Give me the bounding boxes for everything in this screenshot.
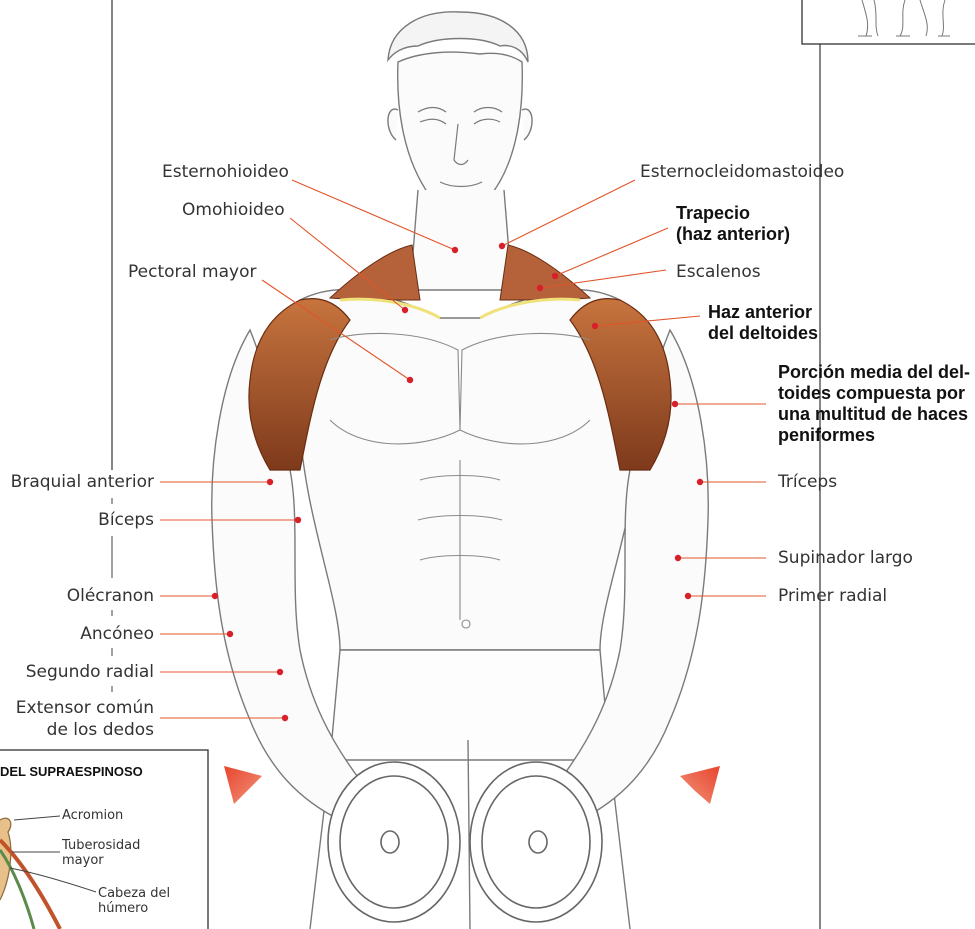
label-porcion-media-line4: peniformes bbox=[778, 425, 875, 446]
label-anconeo: Ancóneo bbox=[6, 624, 154, 644]
label-pectoral-mayor: Pectoral mayor bbox=[128, 262, 256, 282]
label-olecranon: Olécranon bbox=[6, 586, 154, 606]
label-porcion-media-line1: Porción media del del- bbox=[778, 362, 970, 383]
label-trapecio-line2: (haz anterior) bbox=[676, 224, 790, 245]
dumbbells bbox=[328, 762, 602, 922]
label-supinador-largo: Supinador largo bbox=[778, 548, 913, 568]
label-extensor-line2: de los dedos bbox=[6, 720, 154, 740]
label-braquial-anterior: Braquial anterior bbox=[6, 472, 154, 492]
inset-label-tuberosidad-line2: mayor bbox=[62, 853, 104, 868]
inset-label-tuberosidad-line1: Tuberosidad bbox=[62, 838, 140, 853]
label-esternocleidomastoideo: Esternocleidomastoideo bbox=[640, 162, 844, 182]
label-trapecio-line1: Trapecio bbox=[676, 203, 750, 224]
label-haz-anterior-line2: del deltoides bbox=[708, 323, 818, 344]
top-inset-box bbox=[802, 0, 975, 44]
label-esternohioideo: Esternohioideo bbox=[162, 162, 289, 182]
label-triceps: Tríceps bbox=[778, 472, 837, 492]
label-haz-anterior-line1: Haz anterior bbox=[708, 302, 812, 323]
inset-title: DEL SUPRAESPINOSO bbox=[0, 764, 143, 779]
label-primer-radial: Primer radial bbox=[778, 586, 887, 606]
label-porcion-media-line2: toides compuesta por bbox=[778, 383, 965, 404]
arrow-up-right bbox=[652, 766, 720, 832]
inset-label-cabeza-line2: húmero bbox=[98, 901, 148, 916]
label-porcion-media-line3: una multitud de haces bbox=[778, 404, 968, 425]
arrow-up-left bbox=[224, 766, 290, 832]
label-biceps: Bíceps bbox=[6, 510, 154, 530]
label-omohioideo: Omohioideo bbox=[182, 200, 285, 220]
label-escalenos: Escalenos bbox=[676, 262, 761, 282]
inset-label-acromion: Acromion bbox=[62, 808, 123, 823]
label-extensor-line1: Extensor común bbox=[6, 698, 154, 718]
inset-label-cabeza-line1: Cabeza del bbox=[98, 886, 170, 901]
label-segundo-radial: Segundo radial bbox=[6, 662, 154, 682]
